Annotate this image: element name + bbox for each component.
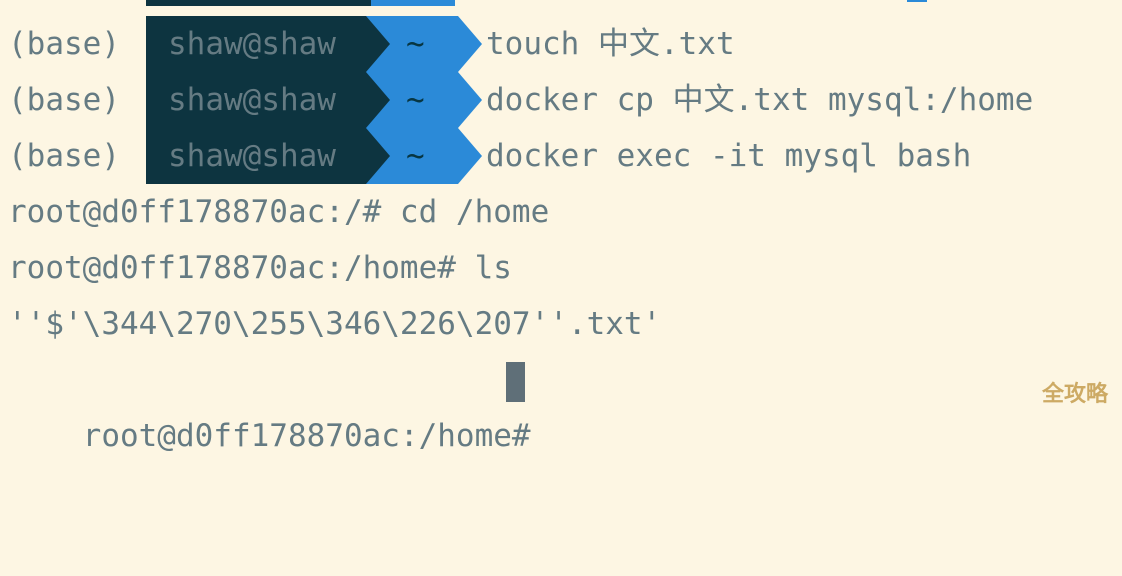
prompt-line: (base) shaw@shaw ~ docker exec -it mysql… — [8, 128, 971, 184]
user-host-segment: shaw@shaw — [146, 72, 366, 128]
powerline-arrow-icon — [366, 72, 390, 128]
clipped-userhost-segment — [146, 0, 371, 6]
output-line: root@d0ff178870ac:/home# ls — [8, 250, 512, 286]
user-host-segment: shaw@shaw — [146, 128, 366, 184]
clipped-dir-segment — [371, 0, 455, 6]
watermark-logo: 全攻略 — [1041, 382, 1108, 407]
clipped-highlight-fragment — [907, 0, 927, 2]
terminal-window[interactable]: (base) shaw@shaw ~ touch 中文.txt (base) s… — [0, 0, 1122, 454]
user-host-segment: shaw@shaw — [146, 16, 366, 72]
prompt-line: (base) shaw@shaw ~ docker cp 中文.txt mysq… — [8, 72, 1033, 128]
output-line: root@d0ff178870ac:/# cd /home — [8, 194, 550, 230]
command-text: touch 中文.txt — [486, 26, 735, 62]
current-prompt-text: root@d0ff178870ac:/home# — [82, 418, 550, 454]
conda-env-label: (base) — [8, 82, 120, 118]
clipped-previous-line — [0, 0, 1122, 8]
conda-env-label: (base) — [8, 138, 120, 174]
powerline-arrow-icon — [366, 128, 390, 184]
powerline-arrow-icon — [458, 128, 482, 184]
powerline-arrow-icon — [366, 16, 390, 72]
prompt-line: (base) shaw@shaw ~ touch 中文.txt — [8, 16, 735, 72]
current-prompt-line[interactable]: root@d0ff178870ac:/home# — [8, 352, 549, 454]
text-cursor[interactable] — [506, 362, 525, 402]
powerline-arrow-icon — [458, 16, 482, 72]
output-line: ''$'\344\270\255\346\226\207''.txt' — [8, 306, 662, 342]
powerline-arrow-icon — [458, 72, 482, 128]
command-text: docker exec -it mysql bash — [486, 138, 972, 174]
conda-env-label: (base) — [8, 26, 120, 62]
command-text: docker cp 中文.txt mysql:/home — [486, 82, 1034, 118]
